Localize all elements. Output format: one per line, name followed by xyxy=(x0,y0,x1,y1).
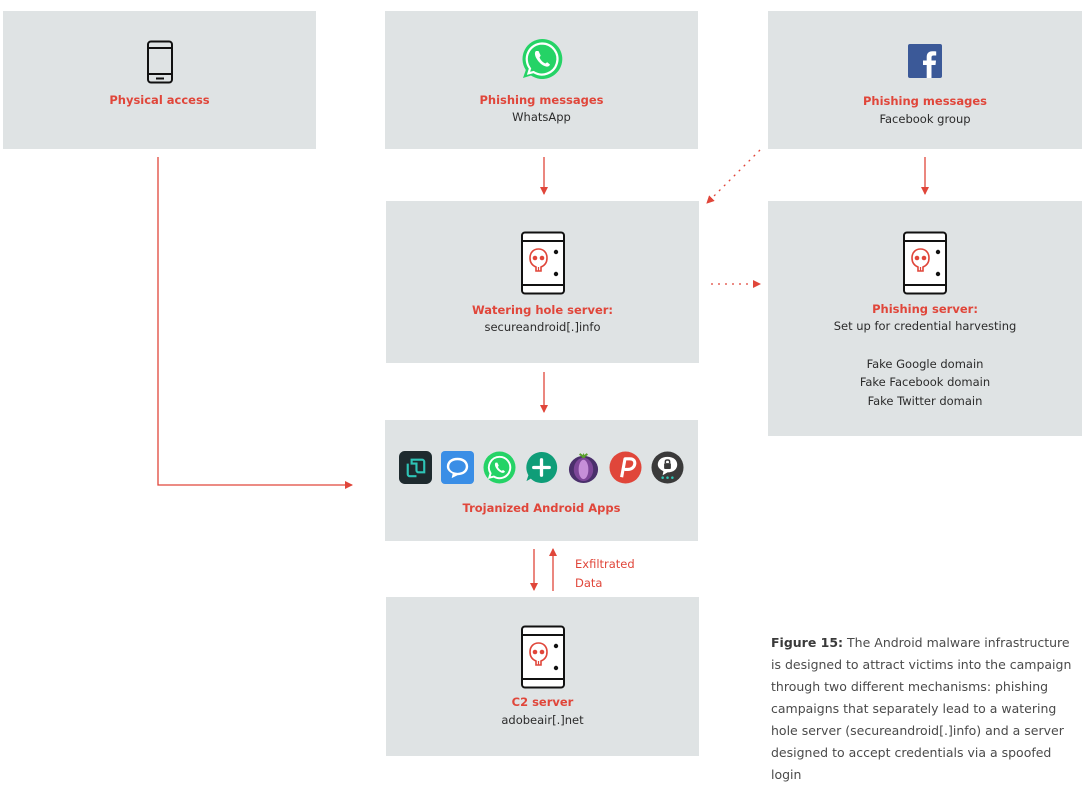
watering-hole-title: Watering hole server: xyxy=(471,303,614,317)
orbot-icon xyxy=(568,452,599,484)
physical-access-box: Physical access xyxy=(3,11,316,149)
arrow-physical-to-apps xyxy=(157,157,353,489)
whatsapp-phishing-title: Phishing messages xyxy=(479,93,604,107)
psiphon-icon xyxy=(609,451,642,484)
whatsapp-phishing-subtitle: WhatsApp xyxy=(512,110,571,124)
physical-access-title: Physical access xyxy=(109,93,210,107)
c2-server-title: C2 server xyxy=(511,695,574,709)
whatsapp-icon xyxy=(521,38,562,79)
c2-server-subtitle: adobeair[.]net xyxy=(501,713,584,727)
trojanized-apps-title: Trojanized Android Apps xyxy=(462,501,621,515)
chat-secure-icon xyxy=(651,451,684,484)
phone-icon xyxy=(146,40,173,84)
message-icon xyxy=(441,451,474,484)
plus-messenger-icon xyxy=(526,451,558,484)
facebook-phishing-subtitle: Facebook group xyxy=(879,112,971,126)
signal-like-icon xyxy=(399,451,432,484)
whatsapp-phishing-box: Phishing messages WhatsApp xyxy=(385,11,698,149)
fake-facebook-domain: Fake Facebook domain xyxy=(859,375,991,389)
figure-caption: Figure 15: The Android malware infrastru… xyxy=(771,632,1083,786)
trojanized-apps-box: Trojanized Android Apps xyxy=(385,420,698,541)
facebook-phishing-box: Phishing messages Facebook group xyxy=(768,11,1082,149)
whatsapp-icon xyxy=(483,451,516,484)
c2-server-box: C2 server adobeair[.]net xyxy=(386,597,699,756)
figure-number: Figure 15: xyxy=(771,635,844,650)
facebook-phishing-title: Phishing messages xyxy=(862,94,988,108)
phishing-server-title: Phishing server: xyxy=(872,302,978,316)
app-icon-row xyxy=(385,451,698,484)
skull-server-icon xyxy=(520,625,565,689)
fake-google-domain: Fake Google domain xyxy=(866,357,984,371)
exfiltrated-data-label: Exfiltrated Data xyxy=(575,555,635,593)
exfil-line-2: Data xyxy=(575,576,603,590)
phishing-server-subtitle: Set up for credential harvesting xyxy=(833,319,1017,333)
connector-lines xyxy=(157,149,929,591)
arrow-facebook-to-watering xyxy=(706,149,761,204)
facebook-icon xyxy=(908,44,942,78)
figure-caption-text: The Android malware infrastructure is de… xyxy=(771,635,1072,782)
skull-server-icon xyxy=(520,231,565,295)
phishing-server-box: Phishing server: Set up for credential h… xyxy=(768,201,1082,436)
watering-hole-box: Watering hole server: secureandroid[.]in… xyxy=(386,201,699,363)
fake-twitter-domain: Fake Twitter domain xyxy=(867,394,983,408)
exfil-line-1: Exfiltrated xyxy=(575,557,635,571)
skull-server-icon xyxy=(903,231,947,295)
watering-hole-subtitle: secureandroid[.]info xyxy=(484,320,601,334)
